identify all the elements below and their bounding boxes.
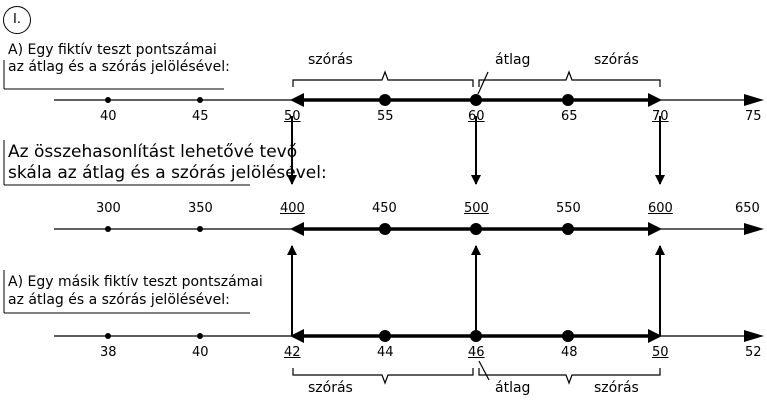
scale-a-tick: 65 <box>561 109 578 124</box>
scale-c-tick: 42 <box>284 345 301 360</box>
scale-a-tick: 70 <box>652 109 669 124</box>
scale-a-tick: 40 <box>100 109 117 124</box>
scale-a-range-right-arrowhead <box>648 93 662 107</box>
scale-b-point-550 <box>562 223 574 235</box>
scale-a-mean-pointer <box>477 71 489 95</box>
scale-c-tick: 38 <box>100 345 117 360</box>
scale-b-caption-line-1: Az összehasonlítást lehetővé tevő <box>8 142 298 162</box>
scale-a-sd-label-left: szórás <box>308 52 353 68</box>
scale-b-tick: 650 <box>735 201 760 216</box>
scale-b-point-300 <box>105 226 111 232</box>
scale-a-point-60 <box>470 94 482 106</box>
scale-b-tick: 400 <box>280 201 305 216</box>
scale-c-axis-arrowhead <box>744 330 764 342</box>
scale-a-point-45 <box>197 97 203 103</box>
scale-b-range-right-arrowhead <box>648 222 662 236</box>
figure-label: I. <box>3 6 31 34</box>
scale-c-sd-label-left: szórás <box>308 380 353 396</box>
scale-b-tick: 350 <box>188 201 213 216</box>
scale-b-tick: 600 <box>648 201 673 216</box>
scale-a-tick: 60 <box>468 109 485 124</box>
scale-b-point-350 <box>197 226 203 232</box>
scale-c-point-40 <box>197 333 203 339</box>
scale-b-caption-line-2: skála az átlag és a szórás jelölésével: <box>8 163 327 183</box>
scale-c-tick: 48 <box>561 345 578 360</box>
scale-c-tick: 50 <box>652 345 669 360</box>
scale-a-tick: 55 <box>377 109 394 124</box>
scale-b-point-500 <box>470 223 482 235</box>
scale-c-range-right-arrowhead <box>648 329 662 343</box>
scale-b-tick: 300 <box>96 201 121 216</box>
scale-c-brace-left <box>292 368 474 385</box>
scale-a-tick: 45 <box>192 109 209 124</box>
scale-a-point-65 <box>562 94 574 106</box>
scale-a-brace-right <box>478 70 661 87</box>
scale-b-tick: 500 <box>464 201 489 216</box>
scale-c-tick: 52 <box>745 345 762 360</box>
scale-a-range-left-arrowhead <box>290 93 304 107</box>
scale-b-range-left-arrowhead <box>290 222 304 236</box>
scale-c-point-48 <box>562 330 574 342</box>
scale-a-caption-line-1: A) Egy fiktív teszt pontszámai <box>8 42 217 58</box>
scale-b-tick: 550 <box>556 201 581 216</box>
scale-c-caption-line-1: A) Egy másik fiktív teszt pontszámai <box>8 274 263 290</box>
scale-b-axis-arrowhead <box>744 223 764 235</box>
scale-a-mean-label: átlag <box>495 52 531 68</box>
scale-c-mean-pointer <box>478 360 490 381</box>
scale-c-point-44 <box>379 330 391 342</box>
scale-c-caption-line-2: az átlag és a szórás jelölésével: <box>8 292 230 308</box>
scale-c-sd-label-right: szórás <box>594 380 639 396</box>
scale-a-point-40 <box>105 97 111 103</box>
scale-c-tick: 44 <box>377 345 394 360</box>
scale-a-tick: 50 <box>284 109 301 124</box>
scale-a-sd-label-right: szórás <box>594 52 639 68</box>
scale-c-brace-right <box>478 368 661 385</box>
scale-a-axis-arrowhead <box>744 94 764 106</box>
scale-c-tick: 40 <box>192 345 209 360</box>
scale-a-caption-line-2: az átlag és a szórás jelölésével: <box>8 59 230 75</box>
scale-a-tick: 75 <box>745 109 762 124</box>
scale-b-point-450 <box>379 223 391 235</box>
scale-c-mean-label: átlag <box>495 380 531 396</box>
scale-a-brace-left <box>292 70 474 87</box>
scale-c-range-left-arrowhead <box>290 329 304 343</box>
scale-c-point-38 <box>105 333 111 339</box>
scale-a-point-55 <box>379 94 391 106</box>
scale-b-tick: 450 <box>372 201 397 216</box>
scale-c-tick: 46 <box>468 345 485 360</box>
scale-c-point-46 <box>470 330 482 342</box>
